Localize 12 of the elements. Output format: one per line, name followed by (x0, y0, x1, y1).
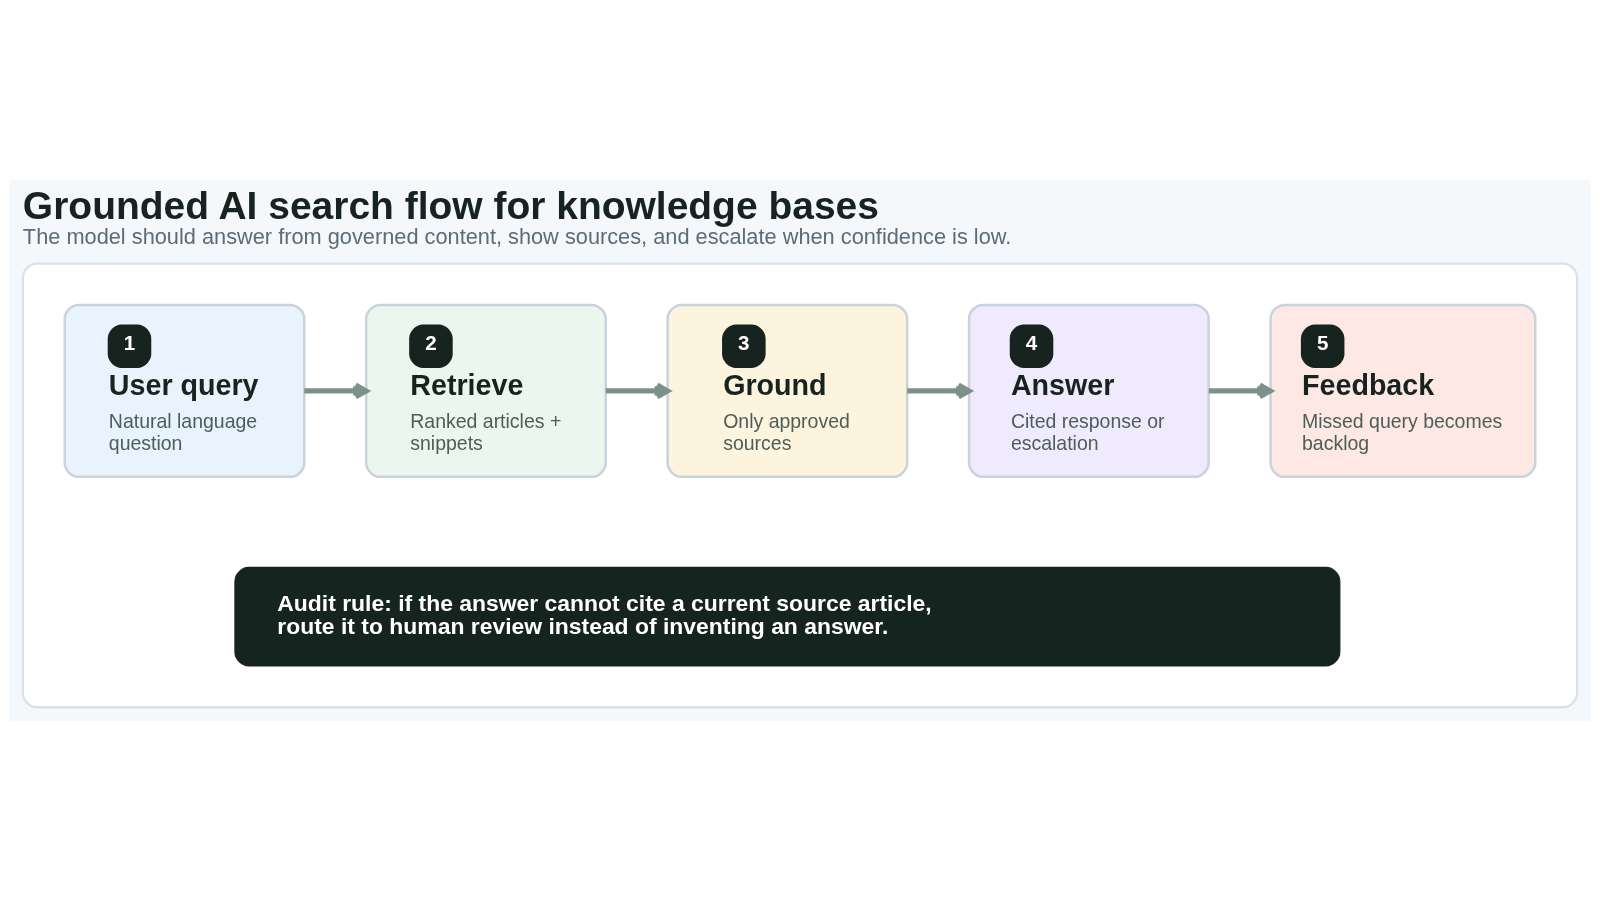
node-box: 2 Retrieve Ranked articles + snippets (364, 303, 607, 478)
arrow (304, 382, 369, 399)
node-box: 5 Feedback Missed query becomes backlog (1269, 303, 1537, 478)
node-box: 3 Ground Only approved sources (666, 303, 909, 478)
cluster (21, 262, 1579, 708)
node-box: Audit rule: if the answer cannot cite a current source article, route it to human review instead of inventing an answer. (234, 566, 1341, 667)
node-box: 1 User query Natural language question (63, 303, 306, 478)
arrow (605, 382, 671, 399)
node-box: 4 Answer Cited response or escalation (967, 303, 1210, 478)
arrow (1208, 382, 1273, 399)
diagram-title: Grounded AI search flow for knowledge bases (22, 183, 879, 227)
arrow (907, 382, 972, 399)
